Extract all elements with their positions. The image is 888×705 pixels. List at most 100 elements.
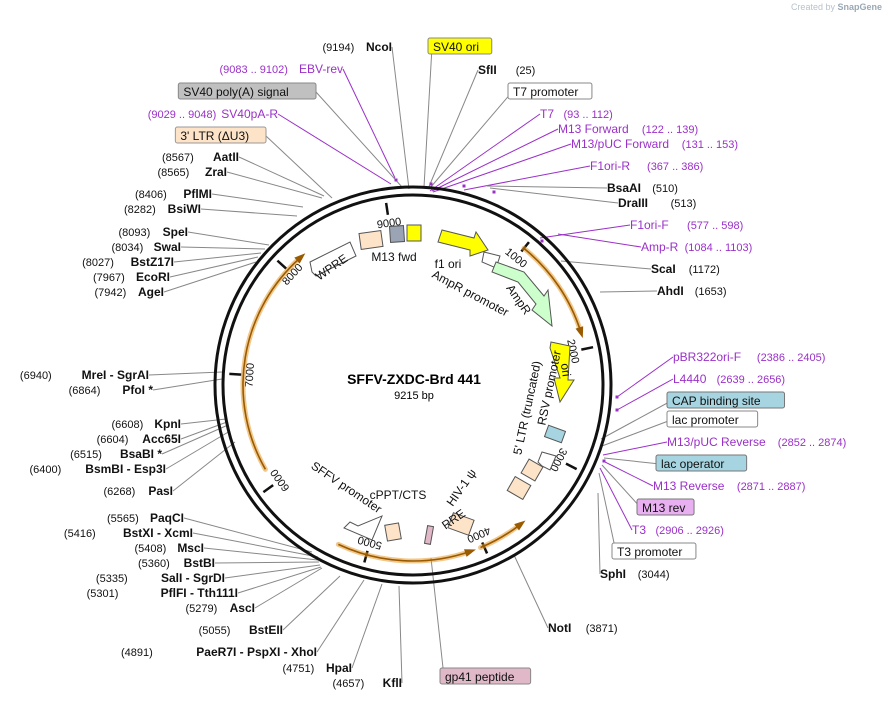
feature-label-ori: ori — [558, 362, 574, 377]
primer-label-m13-puc-reverse[interactable]: M13/pUC Reverse(2852 .. 2874) — [667, 435, 846, 449]
leader-line — [598, 472, 617, 553]
feature-box-lac-operator[interactable]: lac operator — [655, 454, 748, 472]
enzyme-label-pflmi[interactable]: PflMI(8406) — [135, 187, 212, 201]
orf-arc — [242, 257, 301, 470]
enzyme-label-acc65i[interactable]: Acc65I(6604) — [97, 432, 181, 446]
enzyme-label-hpai[interactable]: HpaI(4751) — [282, 661, 352, 675]
enzyme-label-bsiwi[interactable]: BsiWI(8282) — [124, 202, 201, 216]
enzyme-label-pflfi[interactable]: PflFI - Tth111I(5301) — [87, 586, 238, 600]
primer-label-m13-puc-forward[interactable]: M13/pUC Forward(131 .. 153) — [571, 137, 738, 151]
enzyme-label-ecori[interactable]: EcoRI(7967) — [93, 270, 170, 284]
leader-line — [265, 135, 333, 199]
leader-line — [148, 371, 223, 376]
primer-label-m13-reverse[interactable]: M13 Reverse(2871 .. 2887) — [653, 479, 805, 493]
feature-box-cap-binding-site[interactable]: CAP binding site — [666, 391, 786, 409]
primer-name: pBR322ori-F — [673, 350, 741, 364]
feature-box-3-ltr-u3[interactable]: 3' LTR (ΔU3) — [174, 126, 267, 144]
feature-box-sv40-ori[interactable]: SV40 ori — [427, 37, 493, 55]
enzyme-label-agei[interactable]: AgeI(7942) — [94, 285, 164, 299]
leader-line — [226, 171, 323, 199]
primer-label-l4440[interactable]: L4440(2639 .. 2656) — [673, 372, 785, 386]
feature-box-sv40-poly-a-signal[interactable]: SV40 poly(A) signal — [177, 82, 317, 100]
enzyme-label-bstbi[interactable]: BstBI(5360) — [138, 556, 215, 570]
enzyme-label-draiii[interactable]: DraIII(513) — [618, 196, 696, 210]
enzyme-label-bstxi[interactable]: BstXI - XcmI(5416) — [64, 526, 193, 540]
enzyme-position: (5279) — [185, 603, 217, 615]
enzyme-label-ncoi[interactable]: NcoI(9194) — [322, 40, 392, 54]
leader-line — [192, 532, 319, 558]
enzyme-position: (5565) — [107, 513, 139, 525]
primer-label-t3[interactable]: T3(2906 .. 2926) — [632, 523, 724, 537]
primer-label-t7[interactable]: T7(93 .. 112) — [540, 107, 613, 121]
primer-name: EBV-rev — [299, 62, 343, 76]
leader-line — [187, 231, 270, 246]
enzyme-label-msci[interactable]: MscI(5408) — [134, 541, 204, 555]
primer-label-sv40pa-r[interactable]: SV40pA-R(9029 .. 9048) — [148, 107, 279, 121]
feature-box-text: T7 promoter — [513, 85, 578, 99]
feature-box-lac-promoter[interactable]: lac promoter — [666, 410, 759, 428]
primer-position: (122 .. 139) — [642, 124, 698, 136]
leader-line — [391, 46, 410, 190]
enzyme-label-sphi[interactable]: SphI(3044) — [600, 567, 670, 581]
enzyme-label-swai[interactable]: SwaI(8034) — [111, 240, 181, 254]
feature-box-t7-promoter[interactable]: T7 promoter — [507, 82, 593, 100]
feature-box-m13-rev[interactable]: M13 rev — [636, 498, 695, 516]
leader-line — [486, 185, 608, 189]
enzyme-name: PfoI * — [122, 383, 153, 397]
enzyme-name: BstZ17I — [131, 255, 174, 269]
enzyme-position: (513) — [671, 198, 697, 210]
orf-arc-arrowhead — [294, 253, 306, 264]
primer-name: Amp-R — [641, 240, 679, 254]
enzyme-label-bstz17i[interactable]: BstZ17I(8027) — [82, 255, 174, 269]
enzyme-position: (8034) — [111, 242, 143, 254]
feature-box-gp41-peptide[interactable]: gp41 peptide — [439, 667, 532, 685]
enzyme-label-pfoi[interactable]: PfoI *(6864) — [69, 383, 154, 397]
credit-prefix: Created by — [790, 2, 835, 12]
enzyme-name: PaqCI — [150, 511, 184, 525]
scale-tick — [565, 462, 578, 471]
feature-box-t3-promoter[interactable]: T3 promoter — [611, 542, 697, 560]
enzyme-label-asci[interactable]: AscI(5279) — [185, 601, 255, 615]
primer-label-amp-r[interactable]: Amp-R(1084 .. 1103) — [641, 240, 752, 254]
enzyme-label-kpni[interactable]: KpnI(6608) — [111, 417, 181, 431]
orf-arc-arrowhead — [464, 549, 476, 557]
enzyme-label-kfli[interactable]: KflI(4657) — [332, 676, 402, 690]
leader-line — [238, 156, 325, 197]
enzyme-label-bsmbi[interactable]: BsmBI - Esp3I(6400) — [29, 462, 166, 476]
enzyme-label-scai[interactable]: ScaI(1172) — [651, 262, 720, 276]
enzyme-label-bsaai[interactable]: BsaAI(510) — [607, 181, 678, 195]
leader-line — [616, 378, 674, 411]
enzyme-label-ahdi[interactable]: AhdI(1653) — [657, 284, 727, 298]
enzyme-position: (7967) — [93, 272, 125, 284]
enzyme-label-sfii[interactable]: SfII(25) — [478, 63, 535, 77]
enzyme-label-spei[interactable]: SpeI(8093) — [118, 225, 188, 239]
wpre-arrow — [309, 241, 357, 277]
backbone-ring — [213, 185, 613, 585]
enzyme-label-bsteii[interactable]: BstEII(5055) — [199, 623, 283, 637]
primer-position: (2906 .. 2926) — [655, 525, 724, 537]
leader-line — [427, 69, 479, 190]
primer-name: F1ori-R — [590, 159, 630, 173]
enzyme-label-bsabi[interactable]: BsaBI *(6515) — [70, 447, 162, 461]
leader-line — [183, 517, 313, 553]
primer-label-f1ori-r[interactable]: F1ori-R(367 .. 386) — [590, 159, 703, 173]
enzyme-label-zrai[interactable]: ZraI(8565) — [157, 165, 227, 179]
primer-position: (2871 .. 2887) — [737, 481, 806, 493]
enzyme-label-paqci[interactable]: PaqCI (5565) — [107, 511, 184, 525]
primer-label-m13-forward[interactable]: M13 Forward(122 .. 139) — [558, 122, 698, 136]
leader-line — [557, 233, 642, 248]
primer-label-f1ori-f[interactable]: F1ori-F(577 .. 598) — [630, 218, 743, 232]
primer-label-ebv-rev[interactable]: EBV-rev(9083 .. 9102) — [219, 62, 343, 76]
enzyme-label-mrei[interactable]: MreI - SgrAI(6940) — [20, 368, 149, 382]
leader-line — [398, 585, 403, 684]
snapgene-credit: Created by SnapGene — [791, 2, 882, 12]
enzyme-label-aatii[interactable]: AatII(8567) — [162, 150, 239, 164]
enzyme-label-sali[interactable]: SalI - SgrDI(5335) — [96, 571, 225, 585]
enzyme-label-noti[interactable]: NotI(3871) — [548, 621, 618, 635]
leader-line — [342, 68, 396, 179]
enzyme-label-pasi[interactable]: PasI(6268) — [103, 484, 173, 498]
enzyme-label-paer7i[interactable]: PaeR7I - PspXI - XhoI(4891) — [121, 645, 317, 659]
ampr-arrow — [491, 261, 553, 328]
primer-name: T7 — [540, 107, 554, 121]
primer-label-pbr322ori-f[interactable]: pBR322ori-F(2386 .. 2405) — [673, 350, 825, 364]
